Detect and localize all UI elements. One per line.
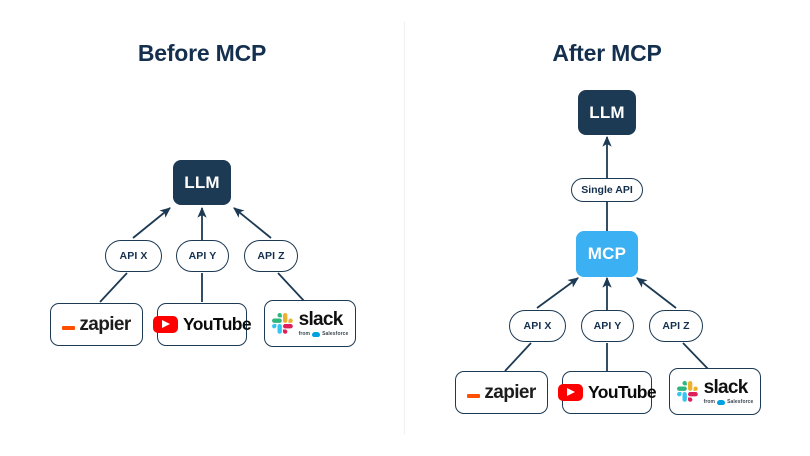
zapier-wordmark: zapier	[79, 313, 131, 335]
slack-text: slack from Salesforce	[299, 310, 349, 337]
slack-byline-brand: Salesforce	[727, 399, 754, 405]
slack-byline-prefix: from	[298, 331, 311, 337]
slack-byline-brand: Salesforce	[322, 331, 349, 337]
service-card-youtube-before[interactable]: YouTube	[152, 303, 252, 346]
slack-logo: slack from Salesforce	[676, 378, 754, 405]
youtube-play-icon	[152, 315, 178, 334]
llm-node-after[interactable]: LLM	[578, 90, 636, 135]
slack-hash-icon	[271, 313, 293, 334]
youtube-logo: YouTube	[557, 382, 657, 403]
edge-apiz-mcp	[636, 277, 677, 309]
slack-logo: slack from Salesforce	[271, 310, 349, 337]
panel-title-after: After MCP	[552, 40, 662, 66]
slack-wordmark: slack	[703, 377, 749, 398]
youtube-wordmark: YouTube	[587, 382, 657, 402]
youtube-logo: YouTube	[152, 314, 252, 335]
zapier-logo: zapier	[62, 313, 131, 336]
single-api-pill[interactable]: Single API	[571, 178, 643, 202]
slack-salesforce-byline: from Salesforce	[299, 332, 349, 337]
llm-node-before[interactable]: LLM	[173, 160, 231, 205]
service-card-slack-before[interactable]: slack from Salesforce	[264, 300, 356, 347]
slack-wordmark: slack	[298, 309, 344, 330]
edge-apix-llm	[132, 207, 171, 239]
mcp-node[interactable]: MCP	[576, 231, 638, 277]
edge-apiz-llm	[233, 207, 272, 239]
api-pill-x-before[interactable]: API X	[105, 240, 162, 272]
edge-apix-zapier	[99, 272, 128, 303]
service-card-slack-after[interactable]: slack from Salesforce	[669, 368, 761, 415]
zapier-dash-icon	[62, 326, 76, 330]
slack-text: slack from Salesforce	[704, 378, 754, 405]
zapier-wordmark: zapier	[484, 381, 536, 403]
api-pill-y-before[interactable]: API Y	[176, 240, 229, 272]
youtube-wordmark: YouTube	[182, 314, 252, 334]
zapier-dash-icon	[467, 394, 481, 398]
slack-byline-prefix: from	[703, 399, 716, 405]
panel-divider	[404, 22, 405, 434]
salesforce-cloud-icon	[717, 400, 726, 405]
edge-apix-mcp	[536, 277, 579, 309]
panel-title-before: Before MCP	[137, 40, 267, 66]
salesforce-cloud-icon	[312, 332, 321, 337]
api-pill-x-after[interactable]: API X	[509, 310, 566, 342]
slack-salesforce-byline: from Salesforce	[704, 400, 754, 405]
youtube-play-icon	[557, 383, 583, 402]
edge-apix-zapier-2	[504, 342, 532, 372]
api-pill-z-after[interactable]: API Z	[649, 310, 703, 342]
service-card-zapier-after[interactable]: zapier	[455, 371, 548, 414]
api-pill-y-after[interactable]: API Y	[581, 310, 634, 342]
edge-apiz-slack-2	[682, 342, 711, 372]
zapier-logo: zapier	[467, 381, 536, 404]
api-pill-z-before[interactable]: API Z	[244, 240, 298, 272]
service-card-zapier-before[interactable]: zapier	[50, 303, 143, 346]
service-card-youtube-after[interactable]: YouTube	[557, 371, 657, 414]
edge-apiz-slack	[277, 272, 306, 303]
slack-hash-icon	[676, 381, 698, 402]
